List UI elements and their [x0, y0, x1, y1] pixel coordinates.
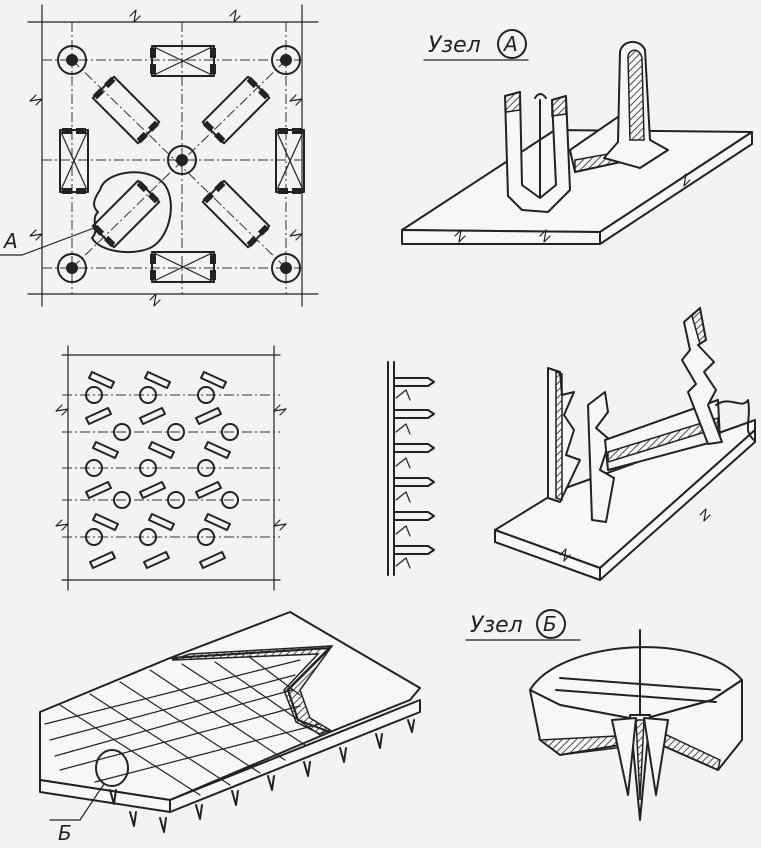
callout-b-outline: [95, 749, 129, 787]
node-b-title: Узел Б: [465, 609, 581, 641]
plate-rect-icon: [59, 45, 305, 283]
plate-plan-top-left: А: [0, 4, 319, 307]
node-a-detail: [401, 41, 753, 245]
teeth-side-profile: [387, 361, 435, 576]
node-a-letter: А: [502, 32, 518, 56]
callout-b-label: Б: [58, 821, 72, 845]
toothed-tab-iso: [494, 306, 756, 581]
node-b-detail: [529, 629, 743, 821]
node-a-title: Узел А: [423, 29, 529, 61]
spike-icon: [109, 719, 415, 833]
node-b-letter: Б: [543, 612, 557, 636]
tooth-icon: [85, 371, 239, 569]
node-b-title-text: Узел: [470, 613, 523, 638]
callout-a-label: А: [2, 229, 18, 253]
stud-icon: [57, 45, 301, 283]
teeth-plan-middle-left: [55, 345, 287, 591]
grid-sheet-iso: Б: [39, 611, 421, 845]
grid-lines: [44, 655, 321, 796]
node-a-title-text: Узел: [428, 33, 481, 58]
callout-a-outline: [91, 171, 172, 254]
tooth-profile-icon: [393, 377, 435, 569]
plate-diagonal-icon: [91, 75, 271, 249]
